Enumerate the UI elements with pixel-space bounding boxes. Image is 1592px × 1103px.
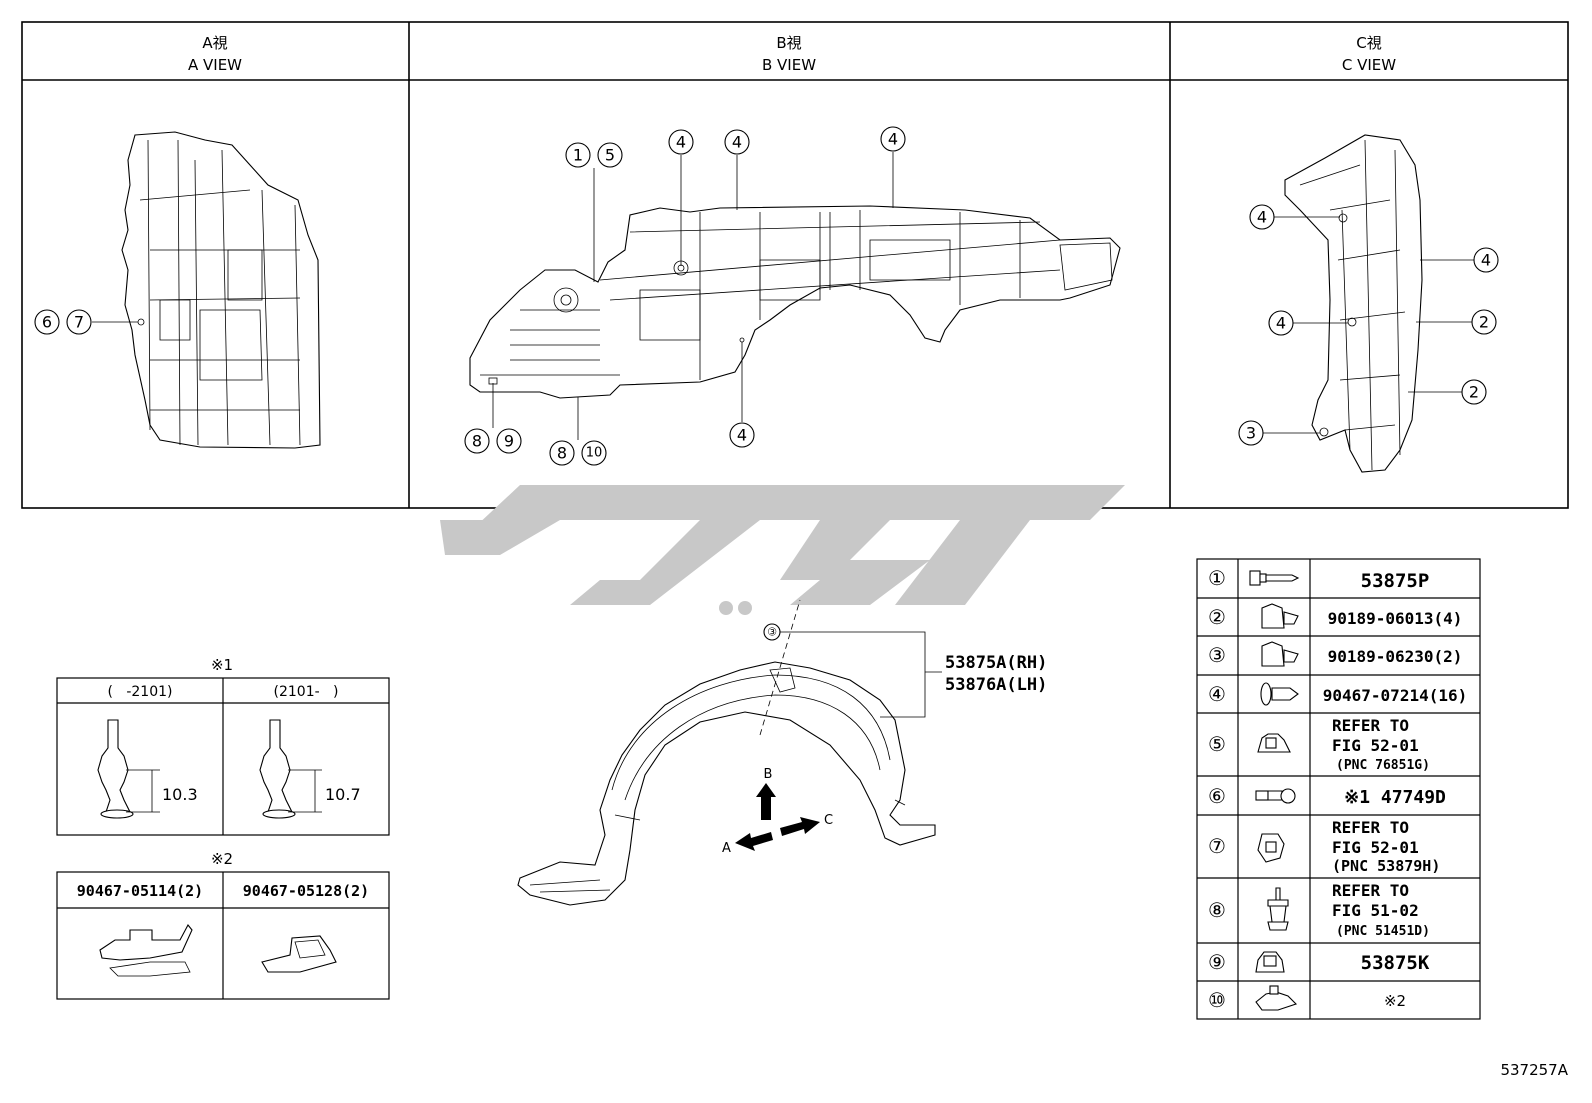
callout-4: 4 (1481, 251, 1491, 270)
fender-liner-label: ③ 53875A(RH) 53876A(LH) (763, 623, 1047, 718)
fender-liner-drawing (517, 599, 936, 906)
legend-no-7: ⑦ (1208, 834, 1226, 858)
legend-desc-7-line2: FIG 52-01 (1332, 838, 1419, 857)
note2-col2: 90467-05128(2) (243, 882, 369, 900)
legend-desc-9: 53875K (1361, 952, 1430, 974)
legend-no-3: ③ (1208, 643, 1226, 667)
legend-desc-6: ※1 47749D (1344, 787, 1446, 808)
main-part-marker: ③ (767, 626, 777, 639)
part-number-lh: 53876A(LH) (945, 675, 1047, 695)
callout-4: 4 (1257, 208, 1267, 227)
c-view-callouts: 4 4 3 4 2 2 (1238, 204, 1499, 446)
c-view-title-en: C VIEW (1342, 56, 1396, 74)
note1-dim1: 10.3 (162, 785, 198, 804)
legend-desc-5-line3: (PNC 76851G) (1336, 758, 1430, 773)
clip-illustration (99, 924, 193, 977)
part-number-rh: 53875A(RH) (945, 653, 1047, 673)
b-view-title-jp: B視 (776, 34, 801, 52)
arrow-label-b: B (764, 767, 773, 782)
legend-desc-8-line2: FIG 51-02 (1332, 901, 1419, 920)
callout-4: 4 (676, 133, 686, 152)
bolt-icon (1249, 570, 1300, 586)
callout-9: 9 (504, 432, 514, 451)
a-view-drawing (121, 131, 321, 449)
legend-desc-5-line1: REFER TO (1332, 716, 1409, 735)
arrow-label-a: A (722, 841, 731, 856)
a-view-callouts: 6 7 (34, 309, 138, 335)
note2-table: ※2 90467-05114(2) 90467-05128(2) (56, 850, 390, 1000)
push-clip-icon (1261, 641, 1299, 667)
b-view-title-en: B VIEW (762, 56, 816, 74)
callout-10: 10 (586, 446, 603, 461)
callout-4: 4 (1276, 314, 1286, 333)
legend-desc-10: ※2 (1384, 992, 1406, 1010)
view-headers: A視 A VIEW B視 B VIEW C視 C VIEW (188, 34, 1396, 74)
legend-desc-8-line3: (PNC 51451D) (1336, 924, 1430, 939)
callout-2: 2 (1469, 383, 1479, 402)
callout-4: 4 (888, 130, 898, 149)
watermark-logo (440, 485, 1125, 615)
legend-no-2: ② (1208, 605, 1226, 629)
push-clip-icon (1261, 603, 1299, 629)
rivet-clip-icon (1260, 682, 1299, 706)
note1-col2: (2101- ) (274, 684, 339, 700)
nut-clip-icon (1257, 733, 1291, 753)
legend-desc-5-line2: FIG 52-01 (1332, 736, 1419, 755)
callout-8: 8 (557, 444, 567, 463)
screw-grommet-icon (1255, 788, 1296, 804)
clip-illustration (261, 935, 337, 973)
callout-5: 5 (605, 146, 615, 165)
note2-col1: 90467-05114(2) (77, 882, 203, 900)
note2-mark: ※2 (211, 850, 233, 868)
nut-clip-icon (1255, 951, 1285, 973)
clip-illustration: 10.7 (259, 719, 361, 819)
b-view-drawing (469, 205, 1121, 399)
callout-3: 3 (1246, 424, 1256, 443)
legend-desc-7-line1: REFER TO (1332, 818, 1409, 837)
callout-8: 8 (472, 432, 482, 451)
legend-desc-4: 90467-07214(16) (1323, 686, 1468, 705)
note1-col1: ( -2101) (108, 684, 173, 700)
arrow-label-c: C (824, 813, 833, 828)
callout-4: 4 (737, 426, 747, 445)
callout-7: 7 (74, 313, 84, 332)
legend-desc-3: 90189-06230(2) (1328, 647, 1463, 666)
clip-illustration: 10.3 (97, 719, 198, 819)
legend-table: ① ② ③ ④ ⑤ ⑥ ⑦ ⑧ ⑨ ⑩ (1196, 558, 1481, 1020)
legend-no-5: ⑤ (1208, 732, 1226, 756)
callout-1: 1 (573, 146, 583, 165)
legend-desc-8-line1: REFER TO (1332, 881, 1409, 900)
legend-no-8: ⑧ (1208, 898, 1226, 922)
figure-code: 537257A (1500, 1061, 1568, 1079)
b-view-callouts: 1 5 4 4 4 4 8 9 8 10 (464, 126, 906, 466)
c-view-drawing (1284, 134, 1423, 473)
c-view-title-jp: C視 (1356, 34, 1381, 52)
legend-no-1: ① (1208, 566, 1226, 590)
legend-desc-1: 53875P (1361, 570, 1430, 592)
note1-mark: ※1 (211, 656, 233, 674)
callout-2: 2 (1479, 313, 1489, 332)
a-view-title-jp: A視 (202, 34, 227, 52)
clip-icon (1257, 833, 1285, 863)
legend-no-9: ⑨ (1208, 950, 1226, 974)
callout-6: 6 (42, 313, 52, 332)
note1-table: ※1 ( -2101) (2101- ) 10.3 10.7 (56, 656, 390, 836)
clip-icon (1255, 985, 1298, 1011)
legend-no-10: ⑩ (1208, 988, 1226, 1012)
a-view-title-en: A VIEW (188, 56, 242, 74)
legend-desc-7-line3: (PNC 53879H) (1332, 857, 1440, 875)
direction-arrows: B A C (722, 767, 833, 856)
legend-desc-2: 90189-06013(4) (1328, 609, 1463, 628)
legend-no-6: ⑥ (1208, 784, 1226, 808)
legend-no-4: ④ (1208, 682, 1226, 706)
note1-dim2: 10.7 (325, 785, 361, 804)
callout-4: 4 (732, 133, 742, 152)
screw-icon (1267, 887, 1289, 931)
